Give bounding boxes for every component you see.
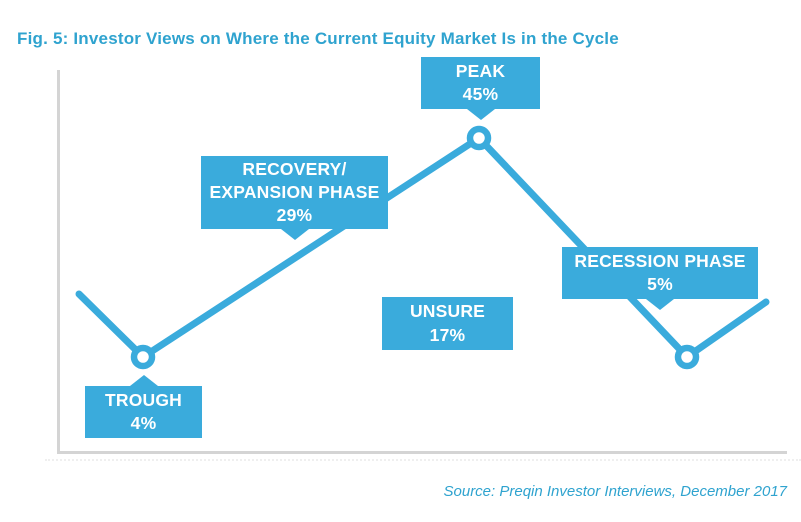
callout-peak: PEAK 45%: [421, 57, 540, 120]
x-axis-line: [57, 451, 787, 454]
callout-unsure-label: UNSURE: [409, 301, 486, 322]
figure-title: Fig. 5: Investor Views on Where the Curr…: [17, 29, 619, 48]
callout-recession-pointer: [646, 299, 674, 310]
y-axis-line: [57, 70, 60, 453]
callout-recovery-pointer: [280, 229, 309, 240]
callout-unsure-value: 17%: [429, 324, 466, 345]
callout-trough-label: TROUGH: [104, 389, 183, 410]
callout-peak-pointer: [466, 109, 495, 120]
peak-marker: [466, 125, 492, 151]
source-note: Source: Preqin Investor Interviews, Dece…: [443, 483, 788, 500]
callout-peak-label: PEAK: [455, 60, 506, 81]
callout-recovery-value: 29%: [276, 205, 313, 226]
callout-recession-label: RECESSION PHASE: [574, 250, 746, 271]
callout-recession-value: 5%: [647, 274, 673, 294]
trough-marker: [130, 344, 156, 370]
callout-recovery-expansion: RECOVERY/ EXPANSION PHASE 29%: [201, 156, 388, 240]
callout-recovery-label-line1: RECOVERY/: [242, 158, 347, 179]
x-axis-dotted-shadow: [45, 459, 801, 461]
recession-marker: [674, 344, 700, 370]
callout-trough-pointer: [129, 375, 158, 386]
callout-recovery-label-line2: EXPANSION PHASE: [209, 181, 380, 202]
callout-unsure: UNSURE 17%: [382, 297, 513, 350]
callout-trough-value: 4%: [130, 413, 157, 433]
callout-peak-value: 45%: [462, 84, 499, 104]
callout-trough: TROUGH 4%: [85, 375, 202, 438]
callout-recession-phase: RECESSION PHASE 5%: [562, 247, 758, 310]
